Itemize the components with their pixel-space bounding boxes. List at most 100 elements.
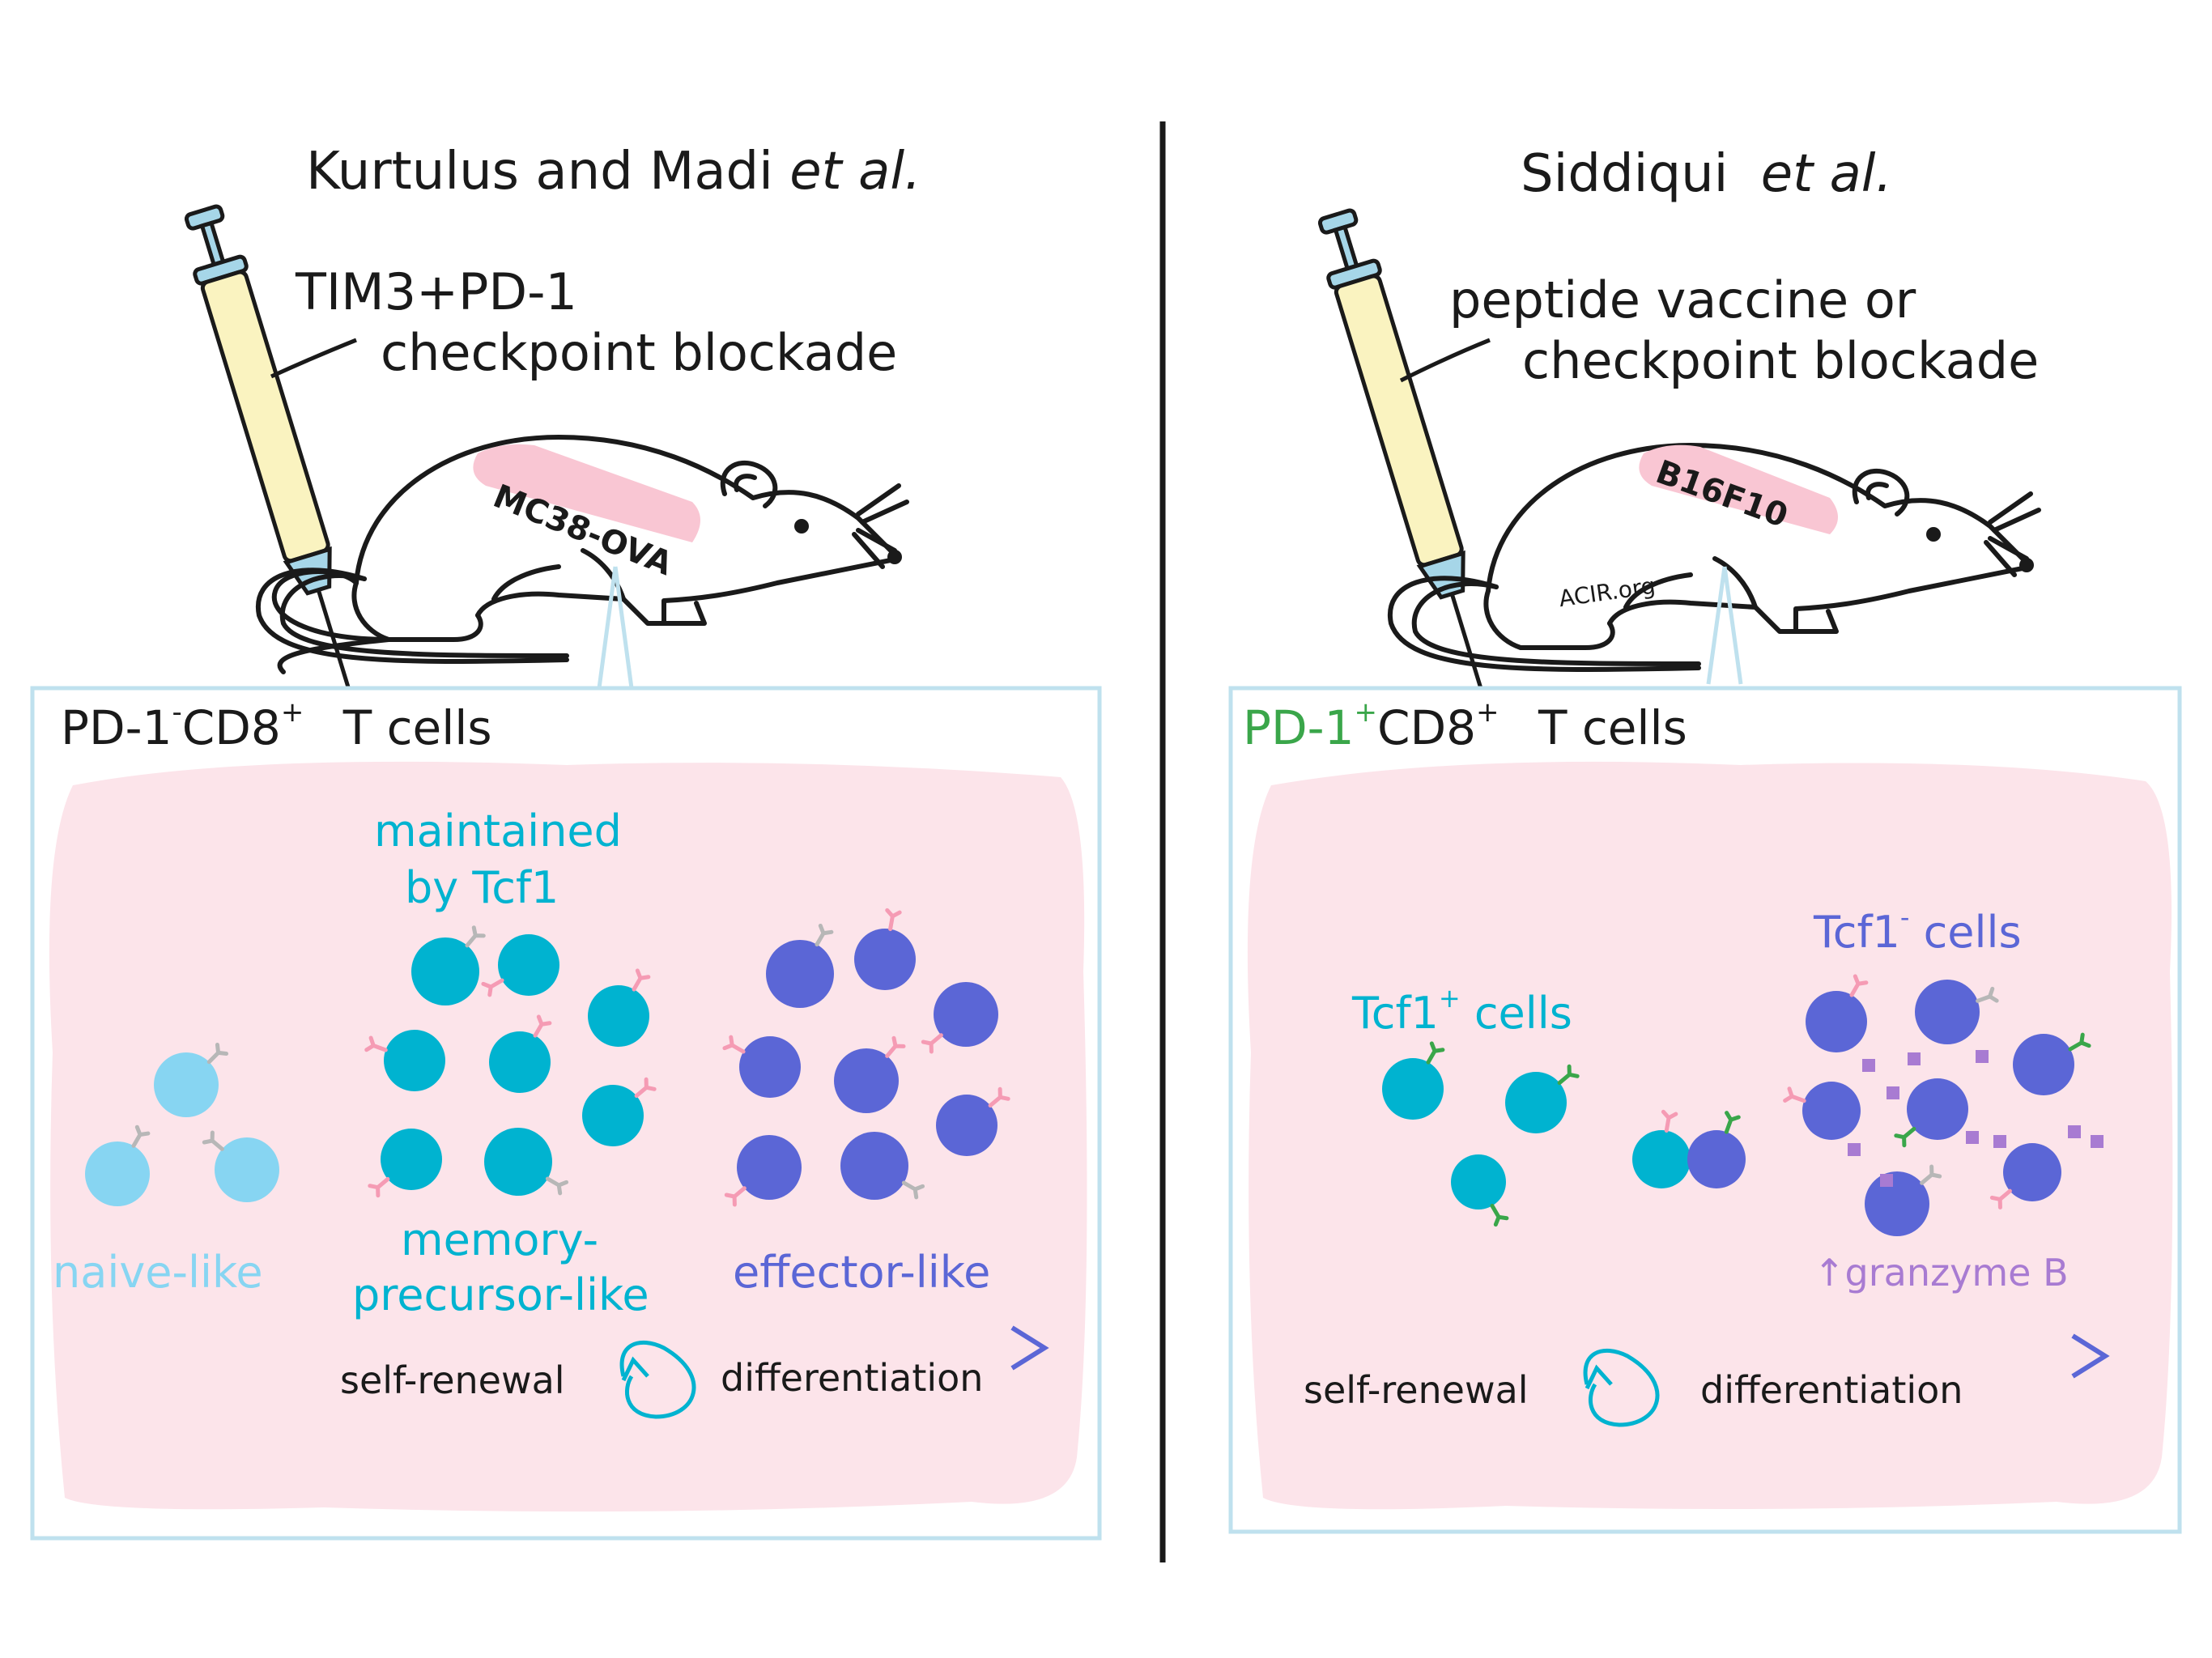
receptor-icon: [465, 925, 486, 948]
left-injection-line2: checkpoint blockade: [381, 323, 898, 382]
left-self-renewal-loop-icon: [619, 1340, 696, 1419]
naive-t-cell: [202, 1130, 279, 1202]
effector-t-cell: [1687, 1111, 1746, 1188]
receptor-icon: [368, 1176, 390, 1198]
label-tcf1-pos: Tcf1+ cells: [1352, 985, 1572, 1039]
receptor-icon: [901, 1180, 925, 1200]
memory-t-cell: [411, 925, 486, 1005]
receptor-icon: [1894, 1126, 1916, 1148]
receptor-icon: [1849, 974, 1869, 997]
right-header-cd8: CD8: [1376, 700, 1477, 755]
effector-t-cell: [1783, 1082, 1861, 1140]
receptor-icon: [364, 1035, 388, 1052]
left-box-header: PD-1-CD8+ T cells: [61, 699, 492, 755]
receptor-icon: [1976, 986, 1999, 1003]
right-axis-arrowhead: [2071, 1333, 2110, 1379]
right-study-etal: et al.: [1760, 144, 1892, 204]
right-header-sup1: +: [1354, 696, 1377, 729]
label-tcf1-neg: Tcf1- cells: [1814, 904, 2022, 958]
tcf1-neg-text: Tcf1: [1814, 907, 1900, 958]
effector-t-cell: [724, 1135, 802, 1207]
memory-t-cell: [484, 1128, 569, 1196]
tcf1-pos-cells: cells: [1474, 988, 1572, 1039]
memory-t-cell: [1505, 1064, 1580, 1133]
effector-t-cell: [766, 923, 834, 1008]
receptor-icon: [1426, 1041, 1445, 1065]
right-injection-line1: peptide vaccine or: [1449, 270, 1916, 329]
label-granzyme: ↑granzyme B: [1814, 1251, 2069, 1295]
receptor-icon: [533, 1014, 552, 1038]
receptor-icon: [545, 1176, 569, 1196]
label-memory-line2: precursor-like: [352, 1269, 649, 1320]
memory-t-cell: [582, 1077, 657, 1146]
label-naive-like: naive-like: [53, 1247, 263, 1298]
memory-t-cell: [1632, 1109, 1691, 1188]
receptor-icon: [885, 908, 902, 932]
mouse-icon: [255, 435, 909, 674]
granzyme-granule: [1880, 1174, 1893, 1187]
granzyme-granule: [1887, 1086, 1899, 1099]
receptor-icon: [885, 1035, 906, 1058]
receptor-icon: [202, 1130, 224, 1151]
receptor-icon: [206, 1042, 229, 1065]
effector-t-cell: [1989, 1143, 2061, 1209]
effector-t-cell: [840, 1132, 925, 1200]
granzyme-up-arrow-icon: ↑: [1814, 1251, 1845, 1295]
memory-t-cell: [481, 934, 559, 997]
right-injection-line2: checkpoint blockade: [1522, 331, 2040, 390]
receptor-icon: [815, 923, 834, 947]
receptor-icon: [481, 978, 504, 997]
effector-t-cell: [854, 908, 916, 990]
memory-t-cell: [588, 968, 651, 1047]
memory-t-cell: [489, 1014, 552, 1093]
right-study-authors: Siddiqui: [1521, 144, 1729, 204]
effector-t-cell: [2013, 1032, 2091, 1095]
left-header-pd1: PD-1: [61, 700, 172, 755]
left-axis-differentiation: differentiation: [721, 1356, 984, 1400]
memory-t-cell: [1451, 1154, 1509, 1227]
receptor-icon: [1661, 1109, 1678, 1133]
right-self-renewal-loop-icon: [1583, 1348, 1660, 1427]
effector-t-cell: [1806, 974, 1869, 1052]
label-memory-line1: memory-: [401, 1214, 599, 1265]
left-study-etal: et al.: [789, 142, 921, 202]
granzyme-granule: [1993, 1135, 2006, 1148]
right-box-header: PD-1+CD8+ T cells: [1243, 699, 1687, 755]
memory-t-cell: [364, 1030, 445, 1091]
granzyme-text: granzyme B: [1844, 1251, 2069, 1295]
memory-t-cell: [1382, 1041, 1445, 1120]
memory-t-cell: [368, 1129, 442, 1198]
right-header-sup2: +: [1476, 696, 1499, 729]
granzyme-granule: [1908, 1052, 1921, 1065]
receptor-icon: [634, 1077, 657, 1099]
left-header-cd8: CD8: [181, 700, 281, 755]
effector-t-cell: [1894, 1078, 1968, 1148]
left-header-sup2: +: [280, 696, 304, 729]
maintained-label-line1: maintained: [374, 806, 622, 857]
left-header-tcells: T cells: [342, 700, 492, 755]
left-study-authors: Kurtulus and Madi: [306, 142, 773, 202]
granzyme-granule: [1862, 1059, 1875, 1072]
receptor-icon: [2068, 1032, 2091, 1052]
left-study-title: Kurtulus and Madi et al.: [306, 142, 921, 202]
tcf1-pos-text: Tcf1: [1352, 988, 1439, 1039]
left-injection-line1: TIM3+PD-1: [296, 262, 577, 321]
label-effector-like: effector-like: [733, 1247, 991, 1298]
effector-t-cell: [1915, 980, 1999, 1044]
effector-t-cell: [921, 982, 998, 1054]
granzyme-granule: [1848, 1143, 1861, 1156]
receptor-icon: [1490, 1203, 1509, 1227]
naive-t-cell: [85, 1124, 151, 1206]
granzyme-granule: [1966, 1131, 1979, 1144]
tumor-tag-right: [1639, 444, 1838, 534]
naive-t-cell: [154, 1042, 229, 1117]
tumor-tag-left: [473, 444, 700, 542]
right-axis-self-renewal: self-renewal: [1304, 1368, 1529, 1412]
right-header-pd1: PD-1: [1243, 700, 1355, 755]
effector-t-cell: [834, 1035, 906, 1113]
right-axis-differentiation: differentiation: [1700, 1368, 1963, 1412]
left-header-sup1: -: [172, 696, 182, 729]
left-axis-self-renewal: self-renewal: [340, 1358, 565, 1402]
receptor-icon: [921, 1033, 943, 1054]
